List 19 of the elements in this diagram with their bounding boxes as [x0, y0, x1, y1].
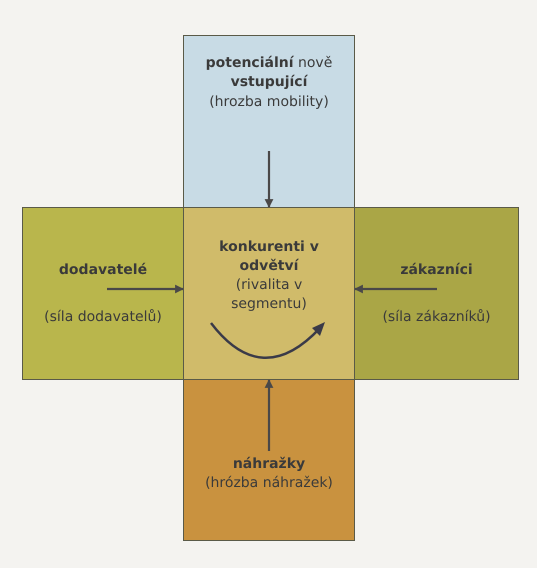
force-subtitle: (hrózba náhražek): [204, 474, 334, 493]
arrow: [264, 151, 274, 208]
force-subtitle: (hrozba mobility): [208, 93, 330, 112]
force-box: [183, 379, 355, 541]
force-title: konkurenti v odvětví: [218, 238, 320, 276]
force-box: [354, 207, 519, 380]
force-title: potenciální nově vstupující: [204, 54, 334, 92]
force-title: zákazníci: [399, 261, 474, 280]
arrow: [264, 379, 274, 451]
force-title: dodavatelé: [58, 261, 148, 280]
force-box: [183, 35, 355, 208]
force-subtitle: (rivalita v segmentu): [230, 276, 308, 314]
force-subtitle: (síla dodavatelů): [43, 308, 163, 327]
force-subtitle: (síla zákazníků): [381, 308, 492, 327]
arrow: [107, 284, 184, 294]
force-box: [22, 207, 184, 380]
force-box: [183, 207, 355, 380]
arrow: [354, 284, 437, 294]
force-title: náhražky: [232, 455, 306, 474]
